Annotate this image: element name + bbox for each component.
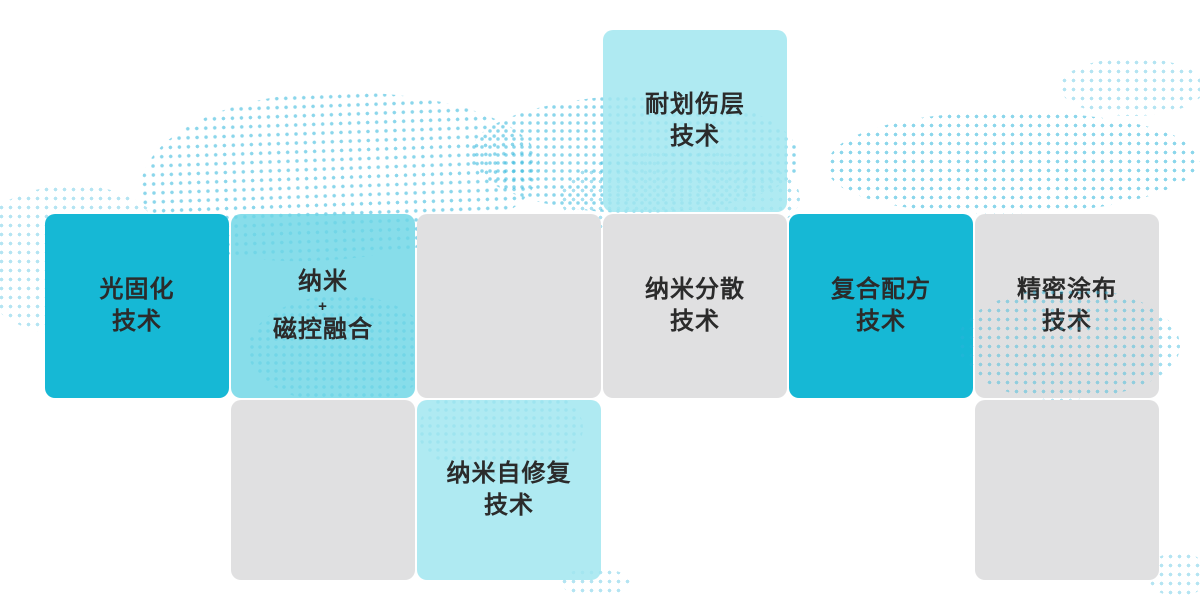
- tile-label-line: 技术: [112, 308, 162, 335]
- tile-label-line: 精密涂布: [1017, 274, 1117, 306]
- tile-label-line: 技术: [856, 308, 906, 335]
- tile-label-line: 技术: [1042, 306, 1092, 338]
- tile-label-line: 纳米自修复: [446, 459, 572, 487]
- tile-label-line: 技术: [670, 123, 720, 150]
- tile-label-line: 磁控融合: [273, 315, 373, 343]
- map-dots-cluster: [828, 112, 1200, 214]
- tile-label-plus: +: [318, 297, 328, 315]
- tile-blank-3: [975, 400, 1159, 580]
- tile-nano-self-healing: 纳米自修复 技术: [417, 400, 601, 580]
- tile-blank-2: [231, 400, 415, 580]
- tile-label-line: 纳米: [298, 268, 348, 296]
- tile-label-line: 技术: [670, 308, 720, 335]
- tile-label-line: 纳米分散: [645, 275, 745, 303]
- tile-scratch-resistant-layer: 耐划伤层 技术: [603, 30, 787, 212]
- tile-label-line: 技术: [484, 492, 534, 519]
- map-dots-cluster: [1060, 58, 1200, 116]
- map-dots-cluster: [958, 288, 1180, 400]
- tile-precision-coating: 精密涂布 技术: [975, 214, 1159, 398]
- tile-blank-1: [417, 214, 601, 398]
- tile-composite-formulation: 复合配方 技术: [789, 214, 973, 398]
- tile-nano-dispersion: 纳米分散 技术: [603, 214, 787, 398]
- tile-label-line: 耐划伤层: [645, 90, 745, 118]
- tile-label-line: 光固化: [99, 275, 175, 303]
- tile-uv-curing: 光固化 技术: [45, 214, 229, 398]
- tile-nano-magnetron-fusion: 纳米 + 磁控融合: [231, 214, 415, 398]
- tile-label-line: 复合配方: [831, 275, 931, 303]
